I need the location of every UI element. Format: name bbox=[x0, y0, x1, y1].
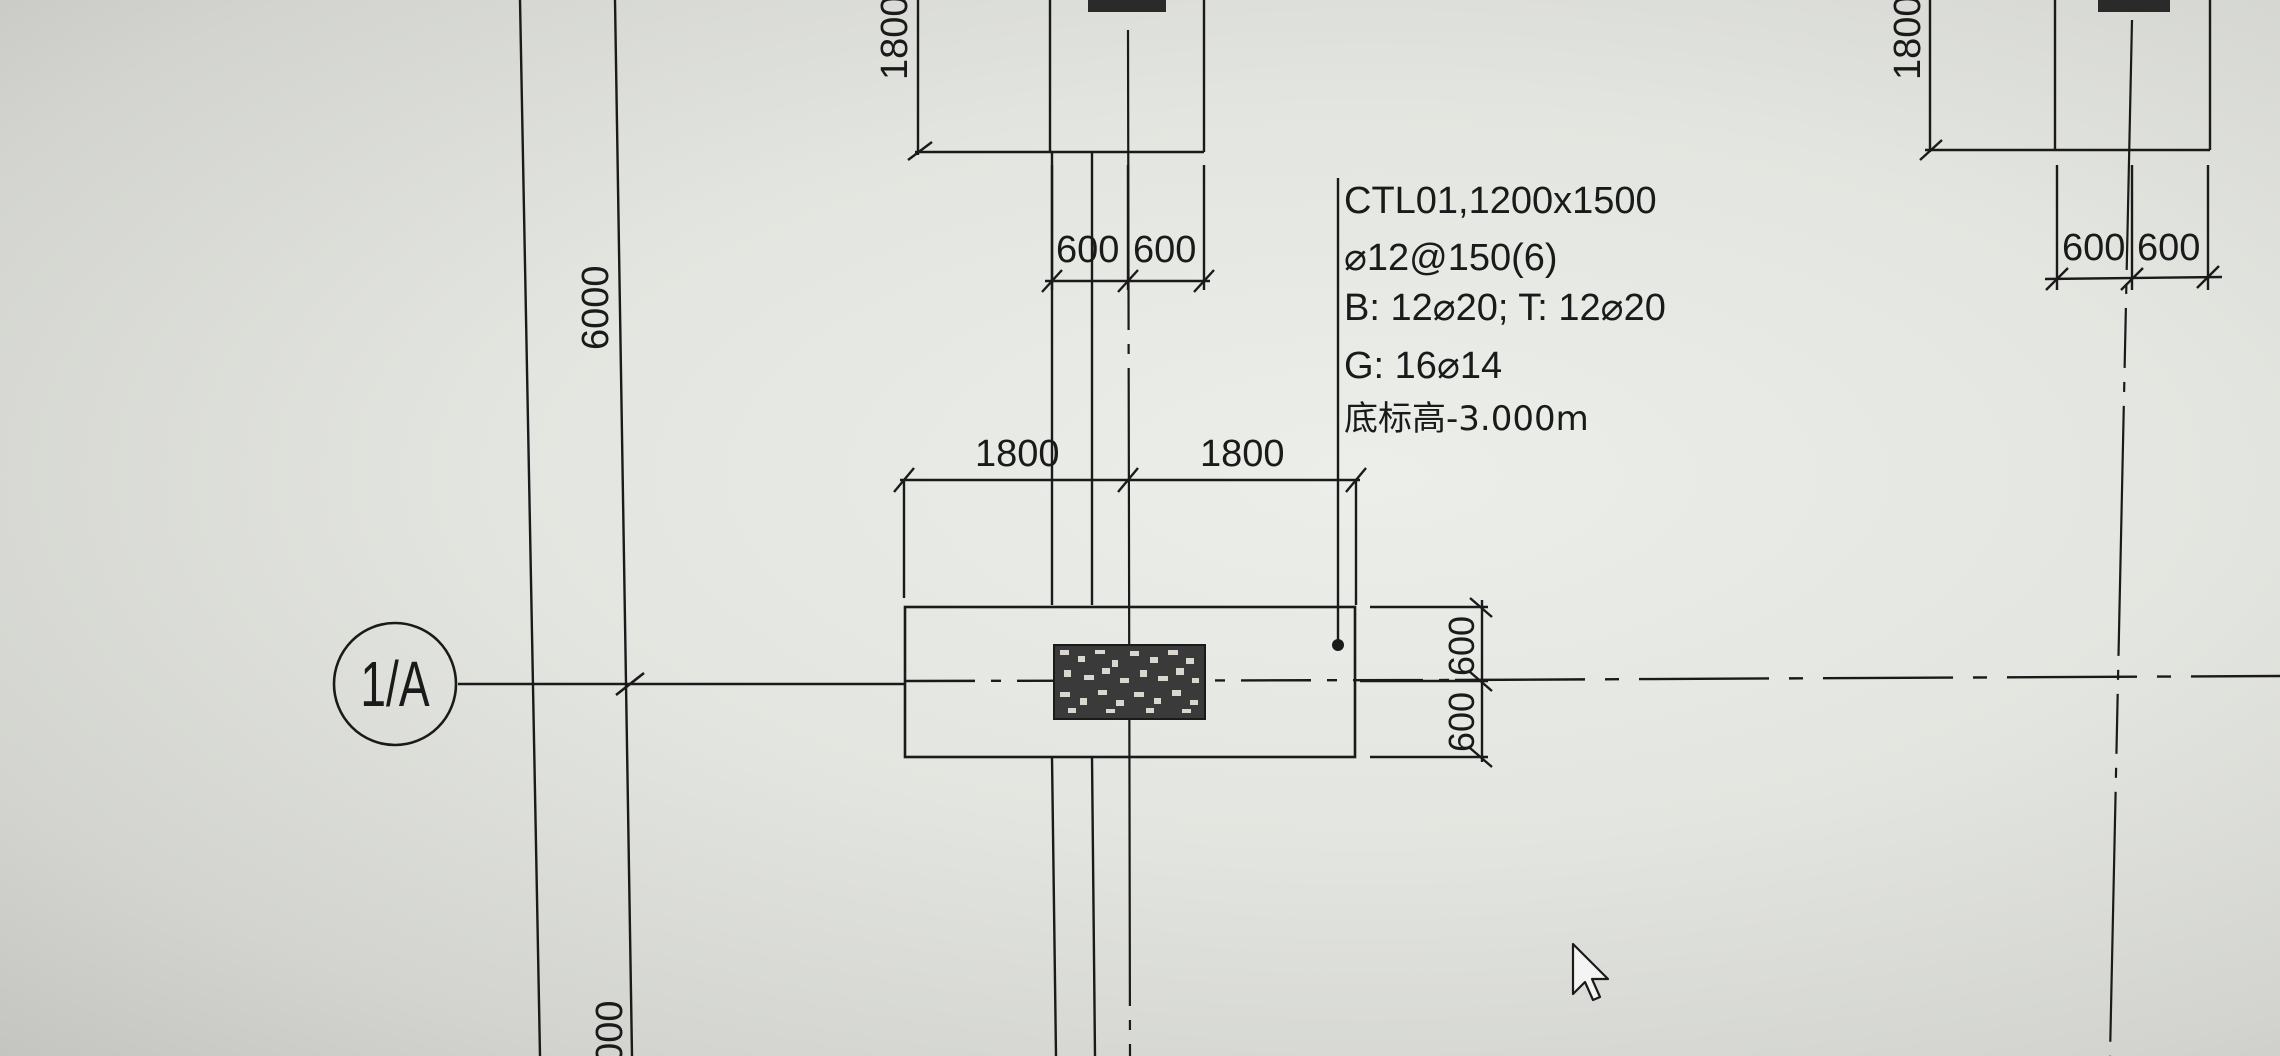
dim-1800-cap-left-label: 1800 bbox=[975, 433, 1060, 475]
dim-600-right-col-left-label: 600 bbox=[2062, 227, 2125, 269]
column-shaft bbox=[1050, 152, 1097, 1056]
dim-600-cap-bottom-label: 600 bbox=[1441, 692, 1482, 752]
dim-1800-top-right bbox=[1919, 0, 2055, 161]
dim-600-right-col-right-label: 600 bbox=[2137, 227, 2200, 269]
note-line-3: B: 12⌀20; T: 12⌀20 bbox=[1344, 287, 1666, 329]
dim-6000-lower: 6000 bbox=[589, 1000, 631, 1056]
pile-cap-ctl01[interactable] bbox=[903, 605, 1357, 759]
axis-label: 1/A bbox=[360, 649, 430, 720]
right-column-center-line bbox=[2108, 19, 2134, 1056]
dim-600-600-center bbox=[1041, 165, 1215, 293]
note-line-2: ⌀12@150(6) bbox=[1344, 237, 1558, 279]
left-wall-lines bbox=[518, 0, 634, 1056]
upper-column-hatch bbox=[1088, 0, 1166, 12]
dim-600-right-label: 600 bbox=[1133, 229, 1196, 271]
dim-600-cap-top-label: 600 bbox=[1441, 616, 1482, 676]
note-line-5: 底标高-3.000m bbox=[1344, 399, 1589, 439]
dim-600-600-cap-vertical bbox=[1360, 597, 1493, 768]
note-leader-dot bbox=[1332, 639, 1344, 651]
upper-column-block bbox=[1048, 0, 1206, 154]
dim-600-left-label: 600 bbox=[1056, 229, 1119, 271]
dim-6000-upper: 6000 bbox=[575, 265, 617, 350]
mouse-pointer-icon bbox=[1571, 942, 1610, 1002]
note-line-4: G: 16⌀14 bbox=[1344, 345, 1502, 387]
column-section-hatch bbox=[1053, 644, 1206, 720]
dim-1800-top-left bbox=[907, 0, 1052, 161]
dim-1800-top-left-label: 1800 bbox=[874, 0, 916, 80]
dim-1800-top-right-label: 1800 bbox=[1887, 0, 1929, 80]
axis-bubble[interactable]: 1/A bbox=[332, 621, 458, 747]
foundation-note[interactable]: CTL01,1200x1500 ⌀12@150(6) B: 12⌀20; T: … bbox=[1344, 180, 1666, 439]
dim-1800-cap-right-label: 1800 bbox=[1200, 433, 1285, 475]
axis-tick-left bbox=[615, 671, 645, 697]
dim-600-600-right bbox=[2044, 165, 2223, 291]
note-line-1: CTL01,1200x1500 bbox=[1344, 180, 1657, 222]
right-column-block bbox=[2053, 0, 2212, 152]
dim-1800-1800-cap bbox=[893, 467, 1367, 605]
right-column-hatch bbox=[2098, 0, 2170, 12]
